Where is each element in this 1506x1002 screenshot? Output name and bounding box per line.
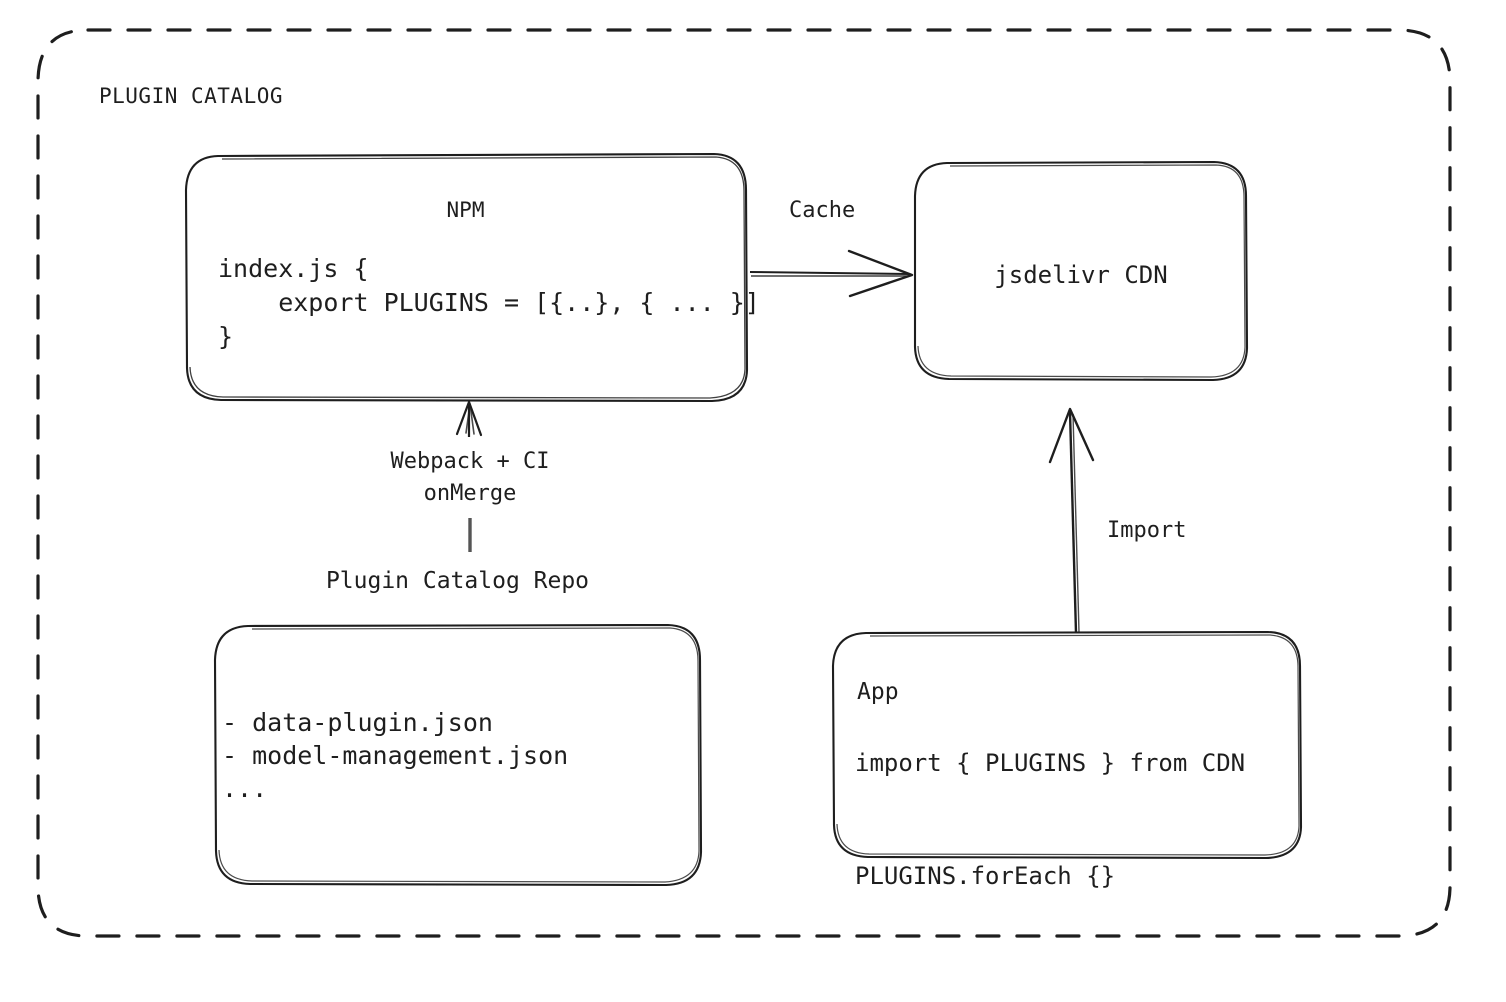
import-edge-label: Import	[1107, 518, 1187, 543]
cache-arrow	[749, 249, 914, 298]
import-arrow	[1048, 407, 1095, 634]
app-node-title: App	[857, 679, 899, 705]
cdn-node-title: jsdelivr CDN	[994, 261, 1168, 289]
group-title: PLUGIN CATALOG	[99, 84, 284, 108]
repo-node-label: Plugin Catalog Repo	[325, 568, 590, 594]
build-edge-label: Webpack + CI onMerge	[390, 449, 550, 506]
cache-edge-label: Cache	[789, 198, 856, 223]
repo-node-file-list: - data-plugin.json - model-management.js…	[222, 708, 569, 803]
npm-node-code: index.js { export PLUGINS = [{..}, { ...…	[218, 254, 760, 351]
app-node-code: import { PLUGINS } from CDN PLUGINS.forE…	[855, 749, 1246, 890]
npm-node-title: NPM	[446, 198, 485, 222]
